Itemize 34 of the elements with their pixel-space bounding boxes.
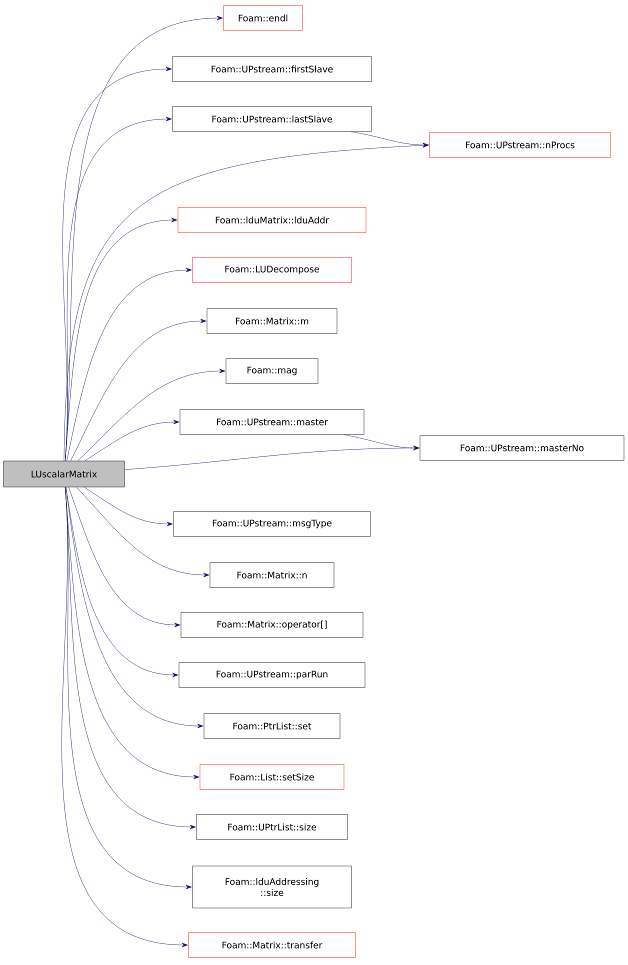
call-arrow [64, 218, 178, 461]
call-arrow [70, 318, 206, 461]
function-box: Foam::List::setSize [200, 764, 344, 790]
function-box: Foam::UPstream::firstSlave [172, 56, 372, 82]
function-box: Foam::UPtrList::size [196, 814, 348, 840]
function-box: Foam::endl [223, 5, 303, 31]
function-box: Foam::Matrix::m [206, 308, 338, 334]
function-box: Foam::UPstream::msgType [173, 511, 371, 537]
function-box: Foam::UPstream::parRun [178, 662, 366, 688]
call-arrow [84, 487, 173, 526]
call-arrow [62, 487, 188, 948]
function-box: Foam::PtrList::set [204, 713, 340, 739]
call-arrow [64, 143, 429, 461]
call-arrow [66, 487, 178, 678]
function-box: Foam::lduMatrix::lduAddr [178, 207, 366, 233]
function-box: Foam::UPstream::master [180, 409, 364, 435]
function-box: Foam::LUDecompose [192, 257, 352, 283]
function-box: Foam::Matrix::n [210, 562, 334, 588]
call-arrow [344, 434, 420, 450]
call-arrow [78, 368, 226, 461]
function-box: Foam::UPstream::masterNo [420, 435, 624, 461]
function-box: Foam::UPstream::nProcs [429, 132, 611, 158]
function-box: Foam::Matrix::transfer [188, 932, 356, 958]
call-arrow [66, 268, 192, 461]
call-arrow [84, 420, 180, 461]
call-arrow [76, 487, 210, 578]
root-function-box: LUscalarMatrix [3, 460, 125, 488]
function-box: Foam::Matrix::operator[] [180, 612, 364, 638]
function-box: Foam::lduAddressing ::size [192, 866, 352, 908]
function-box: Foam::mag [226, 358, 318, 384]
call-arrow [68, 487, 180, 628]
call-arrow [66, 487, 204, 728]
function-box: Foam::UPstream::lastSlave [172, 106, 372, 132]
call-arrow [351, 132, 429, 148]
